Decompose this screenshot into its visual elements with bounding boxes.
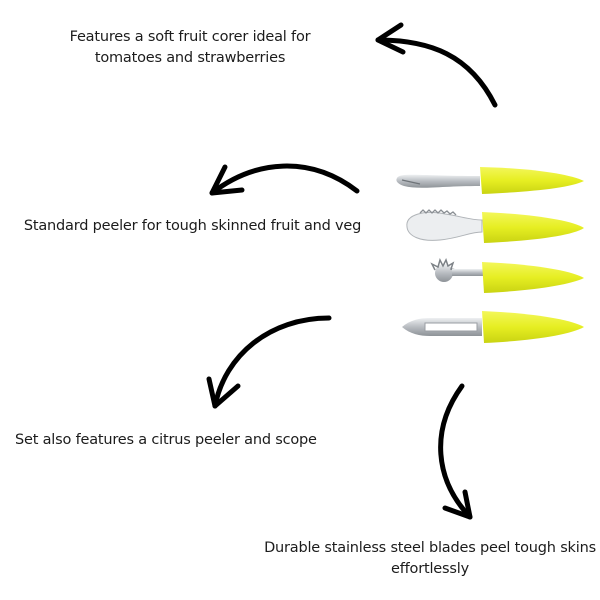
caption-corer: Features a soft fruit corer ideal for to…: [69, 29, 311, 66]
standard-peeler-tool: [402, 311, 584, 343]
scoop-tool: [406, 209, 584, 243]
caption-citrus-peeler: Set also features a citrus peeler and sc…: [15, 432, 317, 448]
arrow-to-citrus-caption: [206, 315, 332, 409]
arrow-to-peeler-caption: [209, 163, 360, 196]
arrow-to-blades-caption: [438, 383, 473, 520]
arrow-to-corer-caption: [375, 22, 498, 108]
caption-steel-blades: Durable stainless steel blades peel toug…: [264, 540, 596, 577]
citrus-peeler-tool: [396, 167, 584, 194]
soft-fruit-corer-tool: [430, 257, 584, 293]
caption-standard-peeler: Standard peeler for tough skinned fruit …: [23, 218, 362, 234]
